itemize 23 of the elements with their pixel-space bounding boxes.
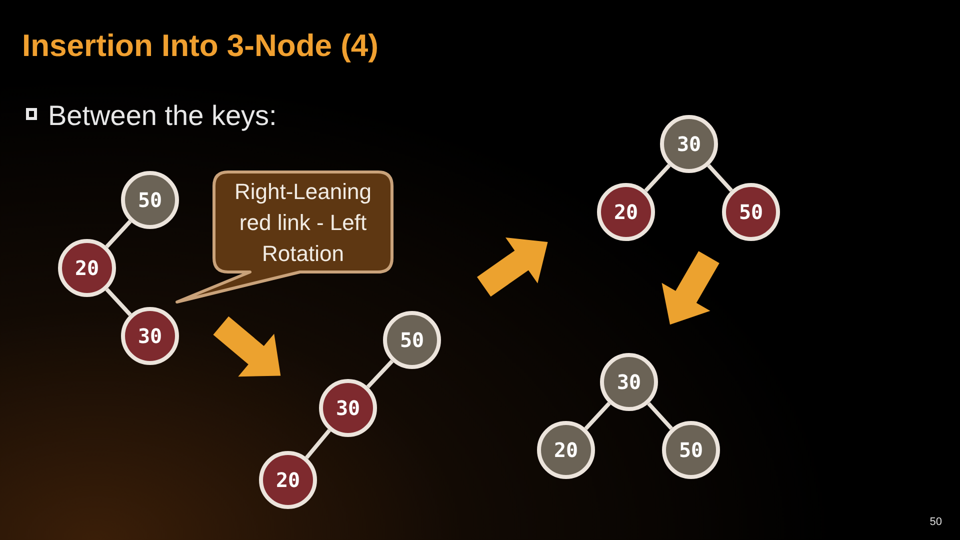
tree-node: 20: [58, 239, 116, 297]
tree-link: [707, 164, 733, 192]
tree-node: 30: [660, 115, 718, 173]
tree-link: [647, 402, 673, 430]
tree-link: [584, 402, 611, 430]
tree-node: 20: [259, 451, 317, 509]
tree-node: 50: [383, 311, 441, 369]
tree-node: 20: [597, 183, 655, 241]
tree-node: 50: [722, 183, 780, 241]
tree-link: [305, 429, 331, 459]
tree-link: [105, 288, 132, 316]
tree-node: 50: [121, 171, 179, 229]
page-number: 50: [930, 516, 942, 528]
tree-link: [105, 220, 132, 248]
tree-node: 50: [662, 421, 720, 479]
tree-link: [366, 360, 394, 388]
tree-node: 30: [319, 379, 377, 437]
tree-node: 20: [537, 421, 595, 479]
title: Insertion Into 3-Node (4): [22, 28, 378, 64]
tree-node: 30: [121, 307, 179, 365]
tree-node: 30: [600, 353, 658, 411]
bullet-text: Between the keys:: [48, 100, 277, 132]
tree-link: [644, 164, 671, 192]
